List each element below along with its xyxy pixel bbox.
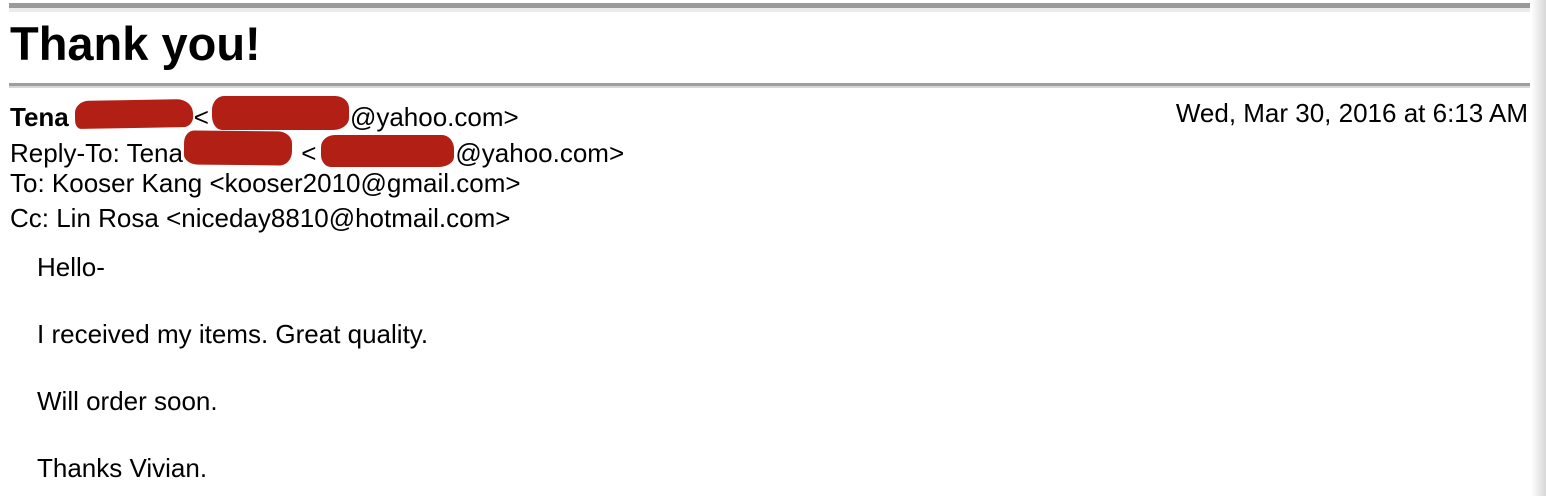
redaction-blob-sender-lastname xyxy=(74,98,194,130)
sender-address-suffix: @yahoo.com> xyxy=(349,102,519,132)
reply-to-label: Reply-To: Tena xyxy=(10,138,183,168)
redaction-blob-sender-address xyxy=(211,96,349,130)
to-line: To: Kooser Kang <kooser2010@gmail.com> xyxy=(10,168,521,198)
email-body: Hello- I received my items. Great qualit… xyxy=(37,252,1506,496)
body-paragraph: Thanks Vivian. xyxy=(37,453,208,483)
subject-divider xyxy=(9,83,1530,86)
page-edge-shadow xyxy=(1531,0,1546,496)
email-date: Wed, Mar 30, 2016 at 6:13 AM xyxy=(1175,98,1528,128)
body-paragraph: I received my items. Great quality. xyxy=(37,319,429,349)
email-header: Tena < @yahoo.com> Reply-To: Tena < @yahoo.… xyxy=(10,96,1528,236)
body-paragraph: Will order soon. xyxy=(37,386,218,416)
cc-line: Cc: Lin Rosa <niceday8810@hotmail.com> xyxy=(10,203,511,233)
reply-to-line: Reply-To: Tena < @yahoo.com> xyxy=(10,130,1528,168)
subject-divider-shadow xyxy=(9,86,1530,88)
redaction-blob-replyto-address xyxy=(321,135,455,167)
sender-name: Tena xyxy=(10,102,69,132)
top-border-bar xyxy=(9,3,1530,8)
body-paragraph: Hello- xyxy=(37,252,105,282)
top-border-bar-shadow xyxy=(9,8,1530,12)
reply-to-address-suffix: @yahoo.com> xyxy=(455,138,625,168)
email-subject: Thank you! xyxy=(10,17,261,70)
reply-to-angle-open: < xyxy=(301,138,317,168)
from-angle-open: < xyxy=(193,102,209,132)
from-line: Tena < @yahoo.com> xyxy=(10,96,1528,132)
redaction-blob-replyto-lastname xyxy=(183,130,293,166)
